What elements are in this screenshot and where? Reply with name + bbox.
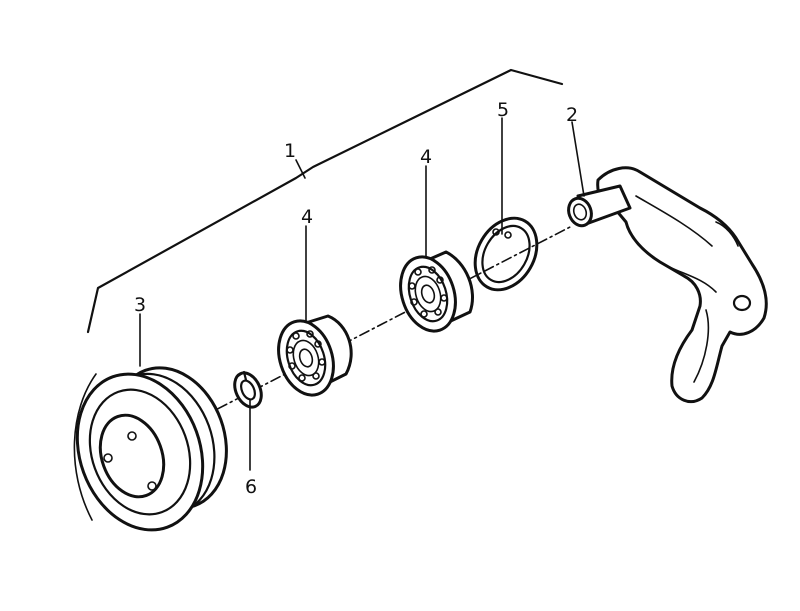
callout-1: 1	[284, 140, 296, 162]
lock-washer	[233, 370, 263, 409]
callout-3: 3	[134, 294, 146, 316]
pulley	[73, 366, 228, 532]
callout-2: 2	[566, 104, 578, 126]
leader-lines	[139, 117, 585, 471]
assembly-bracket-line	[86, 68, 564, 334]
mounting-bracket	[567, 166, 768, 403]
center-axis-line	[199, 225, 573, 419]
callout-labels: 1 2 3 4 4 5 6	[134, 99, 578, 498]
ball-bearing-right	[399, 250, 474, 333]
ball-bearing-left	[277, 314, 353, 397]
circlip-ring	[473, 216, 539, 292]
callout-4-left: 4	[301, 206, 313, 228]
callout-6: 6	[245, 476, 257, 498]
callout-5: 5	[497, 99, 509, 121]
callout-4-right: 4	[420, 146, 432, 168]
